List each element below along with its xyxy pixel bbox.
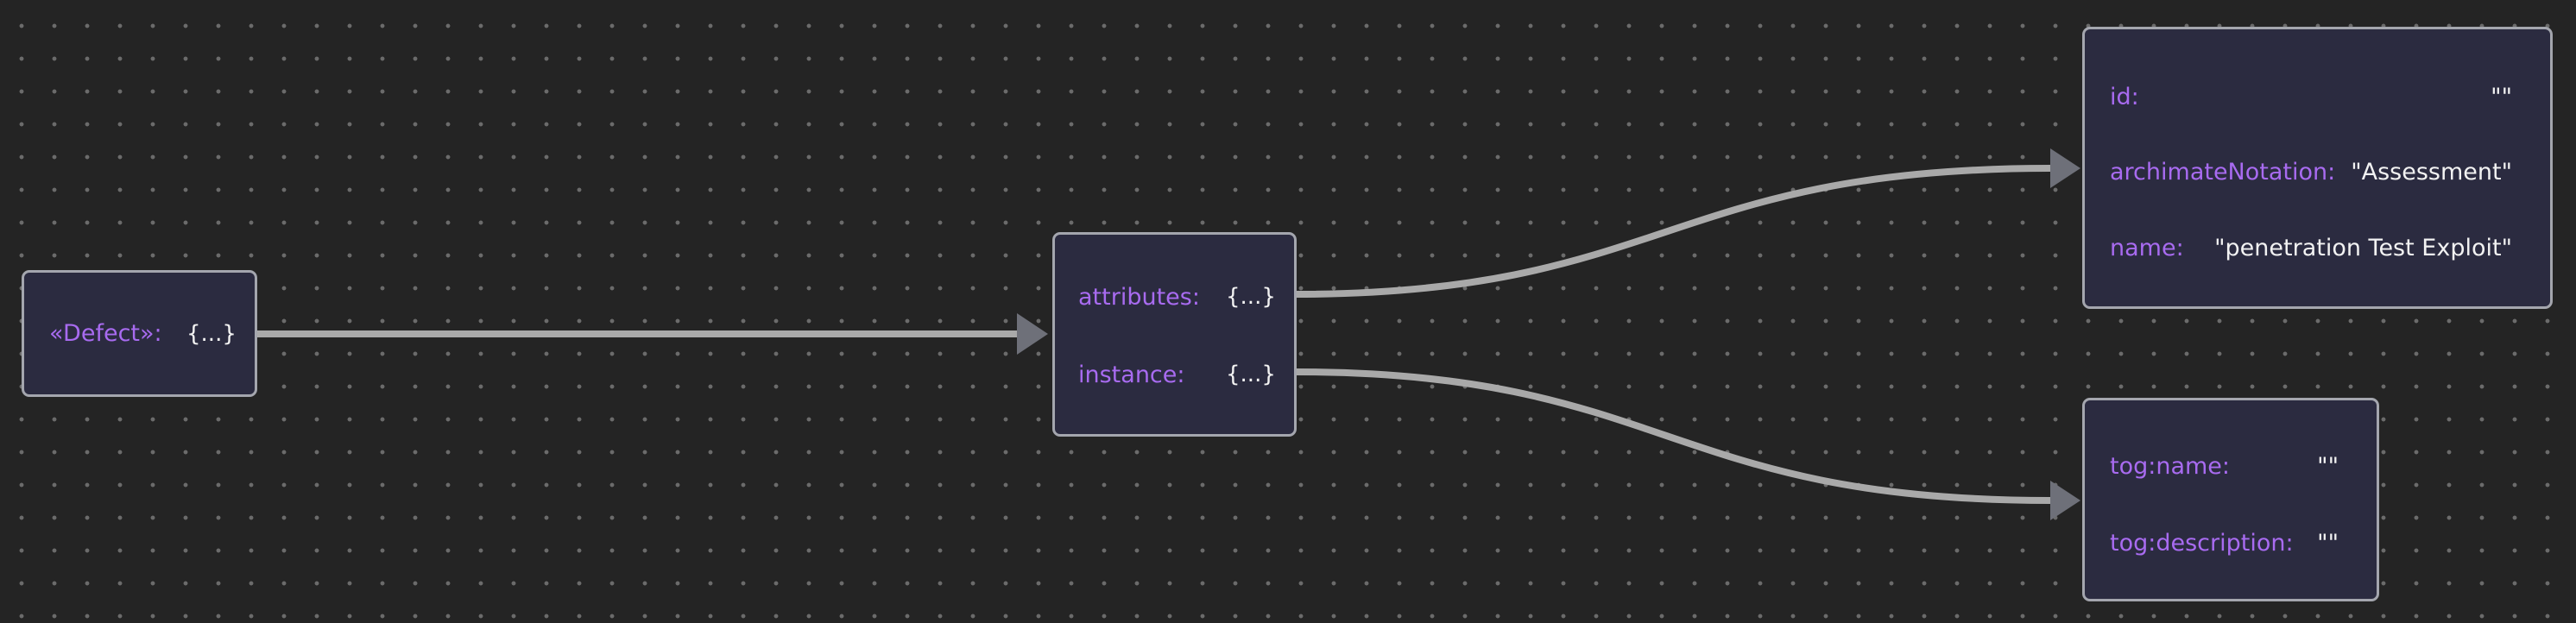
arrowhead-middle — [1017, 313, 1048, 355]
tog-description-key: tog:description: — [2110, 529, 2294, 557]
node-defect-root[interactable]: «Defect»: {...} — [22, 270, 257, 397]
row-tog-name[interactable]: tog:name: "" — [2085, 447, 2377, 485]
tog-name-value: "" — [2317, 452, 2339, 480]
tog-description-value: "" — [2317, 529, 2339, 557]
edge-attributes — [1294, 165, 2051, 298]
row-tog-description[interactable]: tog:description: "" — [2085, 524, 2377, 562]
edge-instance — [1294, 368, 2051, 504]
name-value: "penetration Test Exploit" — [2214, 234, 2512, 261]
node-defect-object[interactable]: attributes: {...} instance: {...} — [1052, 232, 1297, 437]
name-key: name: — [2110, 234, 2184, 261]
row-archimate-notation[interactable]: archimateNotation: "Assessment" — [2085, 153, 2550, 191]
row-instance[interactable]: instance: {...} — [1055, 356, 1294, 393]
attributes-key: attributes: — [1078, 283, 1200, 311]
archimate-notation-key: archimateNotation: — [2110, 158, 2336, 186]
defect-value: {...} — [186, 320, 237, 347]
row-attributes[interactable]: attributes: {...} — [1055, 278, 1294, 316]
id-value: "" — [2491, 83, 2512, 110]
node-instance[interactable]: tog:name: "" tog:description: "" — [2082, 398, 2379, 601]
id-key: id: — [2110, 83, 2139, 110]
attributes-value: {...} — [1226, 284, 1276, 310]
defect-key: «Defect»: — [49, 320, 162, 347]
archimate-notation-value: "Assessment" — [2351, 158, 2512, 186]
arrowhead-instance — [2050, 481, 2080, 520]
row-name[interactable]: name: "penetration Test Exploit" — [2085, 229, 2550, 267]
row-id[interactable]: id: "" — [2085, 78, 2550, 116]
instance-value: {...} — [1226, 362, 1276, 387]
instance-key: instance: — [1078, 361, 1185, 388]
tog-name-key: tog:name: — [2110, 452, 2231, 480]
node-attributes[interactable]: id: "" archimateNotation: "Assessment" n… — [2082, 27, 2553, 309]
arrowhead-attributes — [2050, 148, 2080, 188]
